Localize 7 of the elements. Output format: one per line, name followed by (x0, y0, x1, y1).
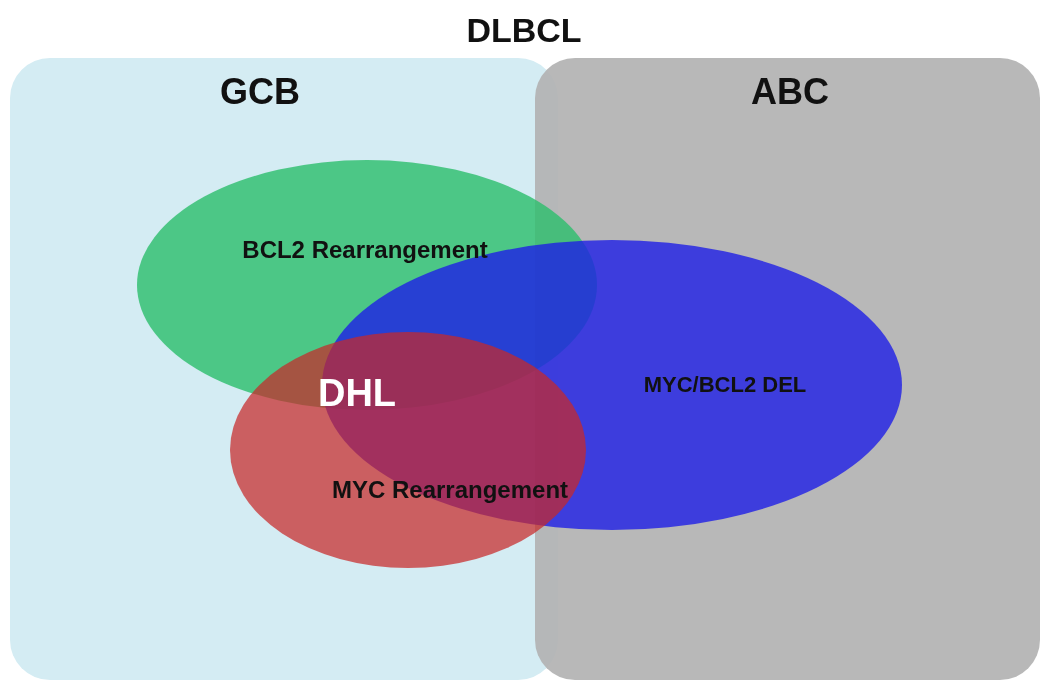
set-label: MYC/BCL2 DEL (642, 370, 808, 399)
set-label: BCL2 Rearrangement (241, 235, 489, 266)
diagram-title: DLBCL (465, 10, 583, 50)
region-label: DHL (317, 371, 397, 415)
set-label: MYC Rearrangement (330, 475, 570, 506)
group-label: GCB (219, 69, 301, 114)
group-label: ABC (750, 69, 830, 114)
